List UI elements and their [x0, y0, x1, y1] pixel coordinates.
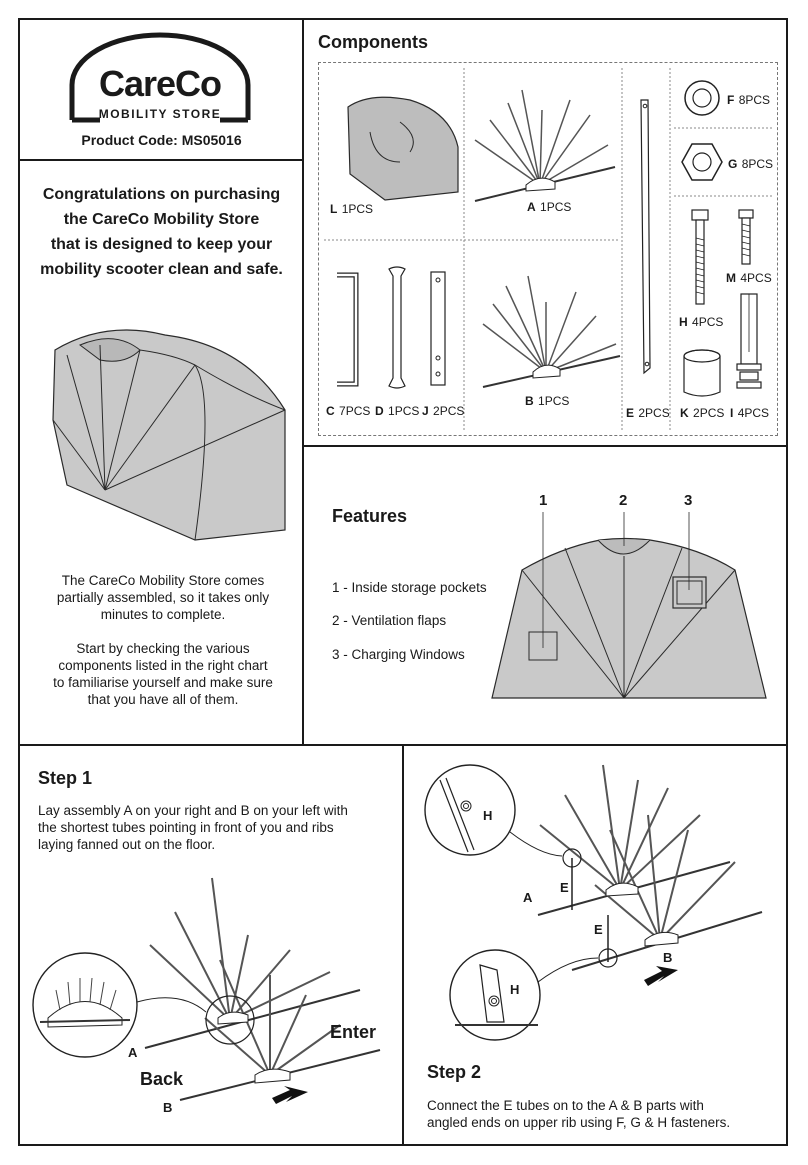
part-h-bolt	[691, 209, 709, 305]
part-label-h: H 4PCS	[679, 315, 724, 329]
feature-number-2: 2	[619, 492, 628, 509]
step1-instructions: Lay assembly A on your right and B on yo…	[38, 803, 348, 852]
feature-number-3: 3	[684, 492, 693, 509]
careco-logo: CareCo MOBILITY STORE	[60, 30, 260, 125]
step1-label-a: A	[128, 1045, 138, 1060]
step1-label-b: B	[163, 1100, 173, 1115]
congrats-text: Congratulations on purchasing the CareCo…	[40, 186, 283, 278]
part-label-j: J 2PCS	[422, 404, 465, 418]
step2-label-h-lower: H	[510, 982, 520, 997]
part-label-b: B 1PCS	[525, 394, 570, 408]
step1-label-back: Back	[140, 1069, 184, 1089]
part-label-e: E 2PCS	[626, 406, 670, 420]
part-d-handle	[388, 266, 406, 389]
assembled-store-illustration	[52, 329, 286, 541]
part-c-bracket	[337, 272, 359, 387]
part-j-plate	[430, 271, 446, 386]
part-f-washer	[684, 80, 720, 116]
part-m-screw	[738, 209, 754, 265]
check-components-note: Start by checking the various components…	[53, 641, 273, 707]
step1-label-enter: Enter	[330, 1022, 377, 1042]
feature-storage-pockets: 1 - Inside storage pockets	[332, 580, 487, 595]
components-chart	[318, 62, 778, 436]
components-title: Components	[318, 32, 428, 52]
part-a-fan	[474, 89, 616, 202]
part-e-tube	[640, 99, 651, 375]
assembly-note: The CareCo Mobility Store comes partiall…	[56, 573, 270, 622]
step2-label-e-lower: E	[594, 922, 603, 937]
brand-tagline: MOBILITY STORE	[98, 107, 222, 121]
part-l-cover	[347, 96, 459, 201]
feature-ventilation-flaps: 2 - Ventilation flaps	[332, 613, 447, 628]
product-code: Product Code: MS05016	[81, 132, 242, 148]
feature-number-1: 1	[539, 492, 548, 509]
part-i-anchor	[736, 293, 762, 389]
part-label-k: K 2PCS	[680, 406, 725, 420]
part-label-g: G 8PCS	[728, 157, 774, 171]
part-label-m: M 4PCS	[726, 271, 772, 285]
part-b-fan	[482, 275, 621, 388]
part-label-i: I 4PCS	[730, 406, 770, 420]
part-label-d: D 1PCS	[375, 404, 420, 418]
part-label-a: A 1PCS	[527, 200, 572, 214]
step1-title: Step 1	[38, 768, 93, 788]
step2-label-a: A	[523, 890, 533, 905]
brand-name: CareCo	[98, 63, 222, 104]
step2-title: Step 2	[427, 1062, 482, 1082]
step2-label-b: B	[663, 950, 673, 965]
feature-charging-windows: 3 - Charging Windows	[332, 647, 465, 662]
step2-instructions: Connect the E tubes on to the A & B part…	[427, 1098, 731, 1130]
step2-label-e-upper: E	[560, 880, 569, 895]
features-title: Features	[332, 506, 408, 526]
part-g-nut	[681, 143, 723, 181]
part-label-c: C 7PCS	[326, 404, 371, 418]
part-k-cap	[683, 349, 721, 397]
part-label-f: F 8PCS	[727, 93, 771, 107]
part-label-l: L 1PCS	[330, 202, 374, 216]
step2-label-h-upper: H	[483, 808, 493, 823]
